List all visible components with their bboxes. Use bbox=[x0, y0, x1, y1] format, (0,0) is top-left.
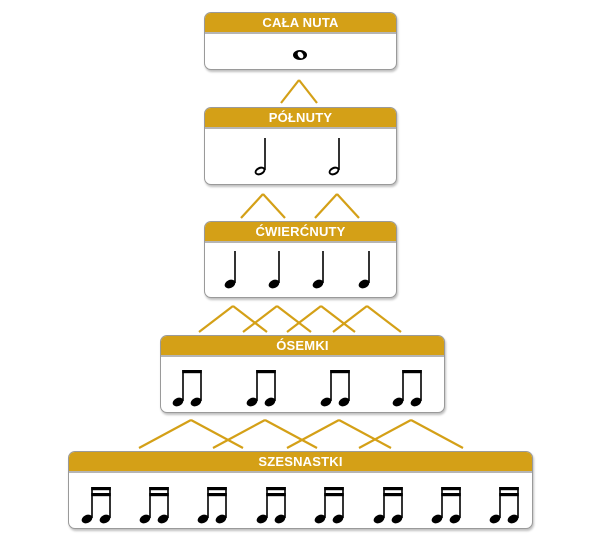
beamed-eighth-pair-4 bbox=[392, 370, 422, 407]
beamed-sixteenth-pair-2 bbox=[139, 487, 169, 524]
connector-11 bbox=[358, 419, 464, 449]
level-title-sixteenth: SZESNASTKI bbox=[69, 452, 532, 473]
beamed-eighth-pair-2 bbox=[246, 370, 276, 407]
beamed-eighth-pair-1 bbox=[172, 370, 202, 407]
level-title-whole: CAŁA NUTA bbox=[205, 13, 396, 34]
beamed-sixteenth-pair-3 bbox=[197, 487, 227, 524]
quarter-note-2 bbox=[268, 251, 280, 289]
beamed-sixteenth-pair-7 bbox=[431, 487, 461, 524]
connector-10 bbox=[286, 419, 392, 449]
whole-notes bbox=[293, 50, 307, 60]
quarter-note-4 bbox=[358, 251, 370, 289]
beamed-sixteenth-pair-4 bbox=[256, 487, 286, 524]
level-sixteenth-notes: SZESNASTKI bbox=[68, 451, 533, 529]
eighth-notes bbox=[172, 370, 422, 407]
connector-7 bbox=[332, 305, 402, 333]
level-title-eighth: ÓSEMKI bbox=[161, 336, 444, 357]
whole-note-1 bbox=[293, 50, 307, 60]
connector-1 bbox=[280, 79, 318, 104]
connector-9 bbox=[212, 419, 318, 449]
beamed-sixteenth-pair-6 bbox=[373, 487, 403, 524]
connector-4 bbox=[198, 305, 268, 333]
quarter-notes bbox=[224, 251, 370, 289]
level-quarter-notes: ĆWIERĆNUTY bbox=[204, 221, 397, 298]
level-eighth-notes: ÓSEMKI bbox=[160, 335, 445, 413]
beamed-sixteenth-pair-5 bbox=[314, 487, 344, 524]
connector-8 bbox=[138, 419, 244, 449]
connector-6 bbox=[286, 305, 356, 333]
sixteenth-notes bbox=[81, 487, 519, 524]
connector-2 bbox=[240, 193, 286, 219]
quarter-note-3 bbox=[312, 251, 324, 289]
half-note-2 bbox=[328, 138, 340, 176]
beamed-eighth-pair-3 bbox=[320, 370, 350, 407]
beamed-sixteenth-pair-1 bbox=[81, 487, 111, 524]
beamed-sixteenth-pair-8 bbox=[489, 487, 519, 524]
connector-5 bbox=[242, 305, 312, 333]
level-half-notes: PÓŁNUTY bbox=[204, 107, 397, 185]
quarter-note-1 bbox=[224, 251, 236, 289]
level-title-half: PÓŁNUTY bbox=[205, 108, 396, 129]
half-note-1 bbox=[254, 138, 266, 176]
level-whole-note: CAŁA NUTA bbox=[204, 12, 397, 70]
connector-3 bbox=[314, 193, 360, 219]
half-notes bbox=[254, 138, 340, 176]
level-title-quarter: ĆWIERĆNUTY bbox=[205, 222, 396, 243]
